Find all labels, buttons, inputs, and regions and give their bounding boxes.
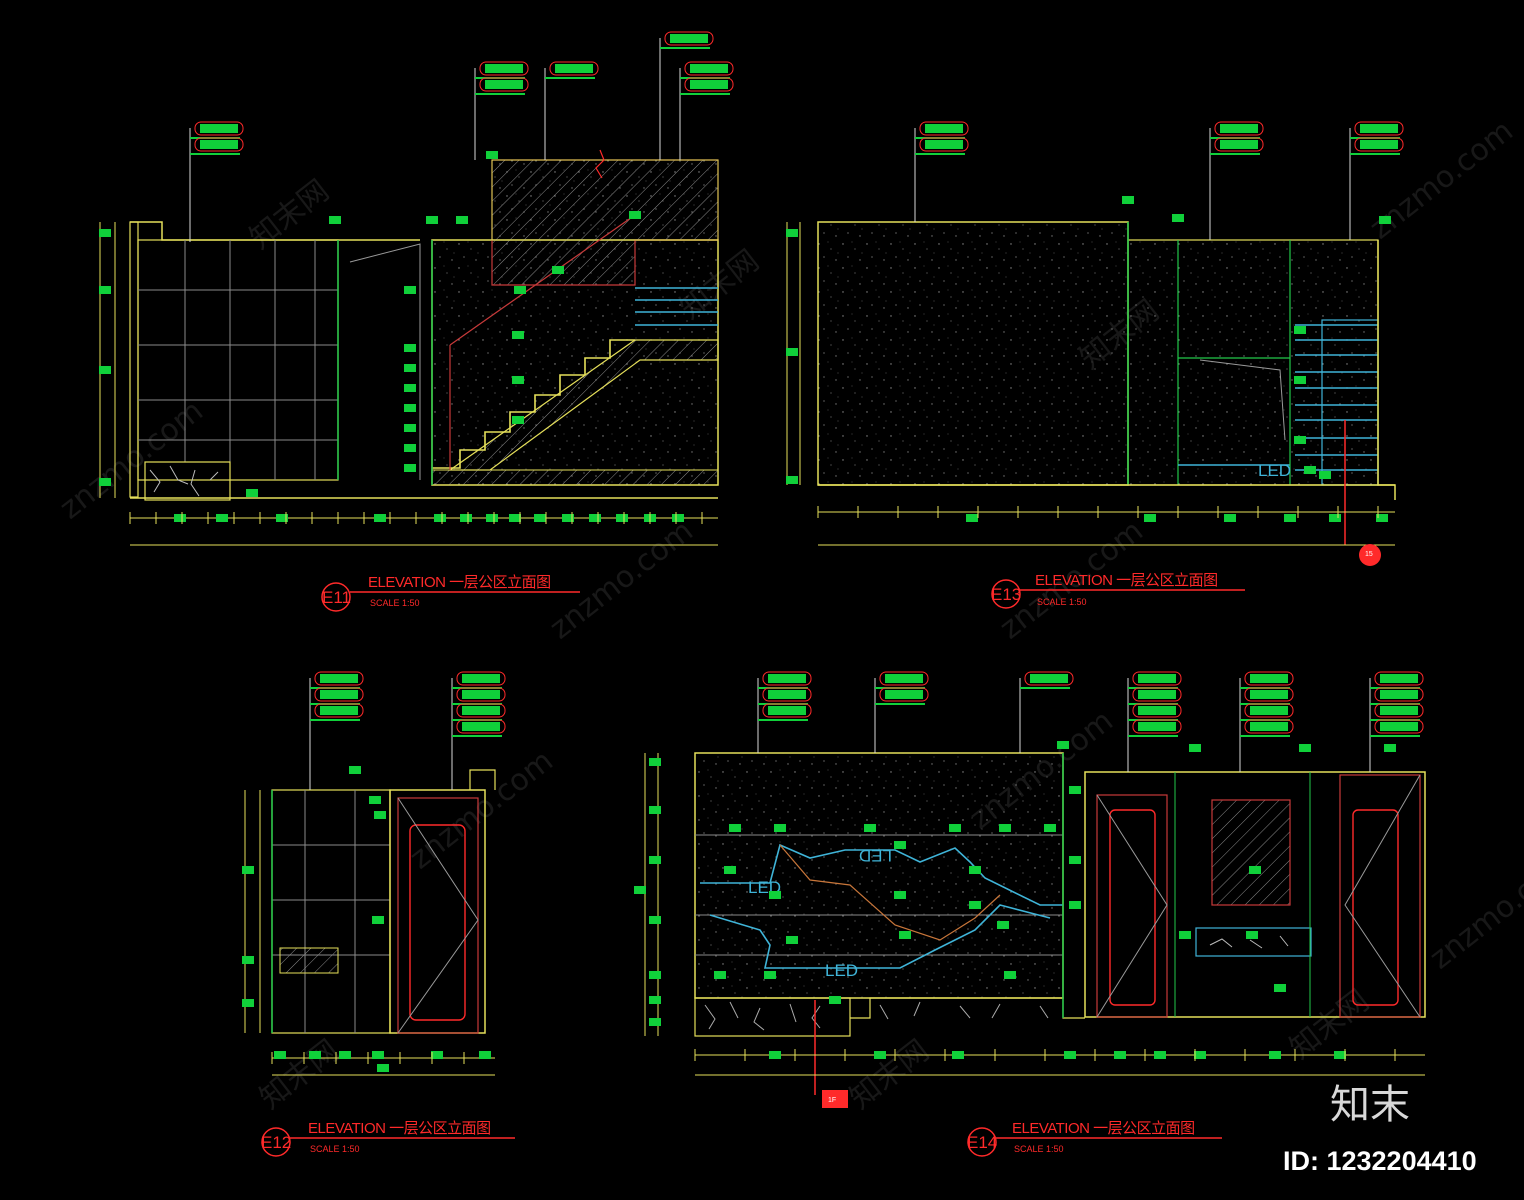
dimension-ticks <box>129 506 1396 1064</box>
watermark-text: znzmo.com <box>403 743 559 876</box>
led-label-e13: LED <box>1258 461 1291 480</box>
callout-tag-group <box>474 61 529 160</box>
title-block-e13: E13 ELEVATION 一层公区立面图 SCALE 1:50 <box>991 572 1245 609</box>
callout-tag-group <box>914 121 969 222</box>
callout-tag-group <box>1209 121 1264 240</box>
watermark-text: znzmo.com <box>1423 843 1524 976</box>
watermark-text: znzmo.com <box>53 393 209 526</box>
drawing-ref-e13: E13 <box>991 585 1021 604</box>
callout-tag-group <box>659 31 714 160</box>
title-block-e14: E14 ELEVATION 一层公区立面图 SCALE 1:50 <box>967 1120 1222 1157</box>
section-marker-e14-label: 1F <box>828 1097 836 1104</box>
callout-tag-group <box>1127 671 1182 772</box>
drawing-scale-e12: SCALE 1:50 <box>310 1144 360 1154</box>
elevation-e11 <box>99 149 719 546</box>
watermark-text: znzmo.com <box>1363 113 1519 246</box>
drawing-scale-e14: SCALE 1:50 <box>1014 1144 1064 1154</box>
callout-tag-group <box>1349 121 1404 240</box>
watermark-text: 知末网 <box>243 173 335 256</box>
section-marker-e13-label: 15 <box>1365 551 1373 558</box>
image-id-label: ID: 1232204410 <box>1283 1146 1477 1176</box>
callout-tag-group <box>757 671 812 753</box>
title-block-e12: E12 ELEVATION 一层公区立面图 SCALE 1:50 <box>261 1120 515 1157</box>
callout-tag-group <box>1019 671 1074 753</box>
elevation-e12 <box>244 769 496 1076</box>
brand-logo: 知末 <box>1330 1082 1410 1128</box>
drawing-title-e13: ELEVATION 一层公区立面图 <box>1035 572 1218 589</box>
elevation-e13: LED 15 <box>786 221 1396 566</box>
drawing-title-e14: ELEVATION 一层公区立面图 <box>1012 1120 1195 1137</box>
drawing-ref-e14: E14 <box>967 1133 997 1152</box>
callout-tag-group <box>544 61 599 160</box>
drawing-scale-e11: SCALE 1:50 <box>370 598 420 608</box>
watermark-text: znzmo.com <box>543 513 699 646</box>
watermark-text: 知末网 <box>1283 983 1375 1066</box>
annotation-tags <box>99 31 1424 1072</box>
led-label-e14-b: LED <box>859 846 892 865</box>
callout-tag-group <box>309 671 364 790</box>
callout-tag-group <box>189 121 244 242</box>
drawing-ref-e11: E11 <box>322 588 351 607</box>
drawing-title-e11: ELEVATION 一层公区立面图 <box>368 574 551 591</box>
callout-tag-group <box>1369 671 1424 772</box>
section-marker-e14 <box>822 1090 848 1108</box>
drawing-ref-e12: E12 <box>261 1133 291 1152</box>
callout-tag-group <box>679 61 734 160</box>
elevation-e14: LED LED LED 1F <box>644 752 1426 1108</box>
title-block-e11: E11 ELEVATION 一层公区立面图 SCALE 1:50 <box>321 574 580 612</box>
led-label-e14-c: LED <box>825 961 858 980</box>
callout-tag-group <box>874 671 929 753</box>
section-marker-e13 <box>1359 544 1381 566</box>
callout-tag-group <box>451 671 506 790</box>
drawing-title-e12: ELEVATION 一层公区立面图 <box>308 1120 491 1137</box>
callout-tag-group <box>1239 671 1294 772</box>
drawing-scale-e13: SCALE 1:50 <box>1037 597 1087 607</box>
